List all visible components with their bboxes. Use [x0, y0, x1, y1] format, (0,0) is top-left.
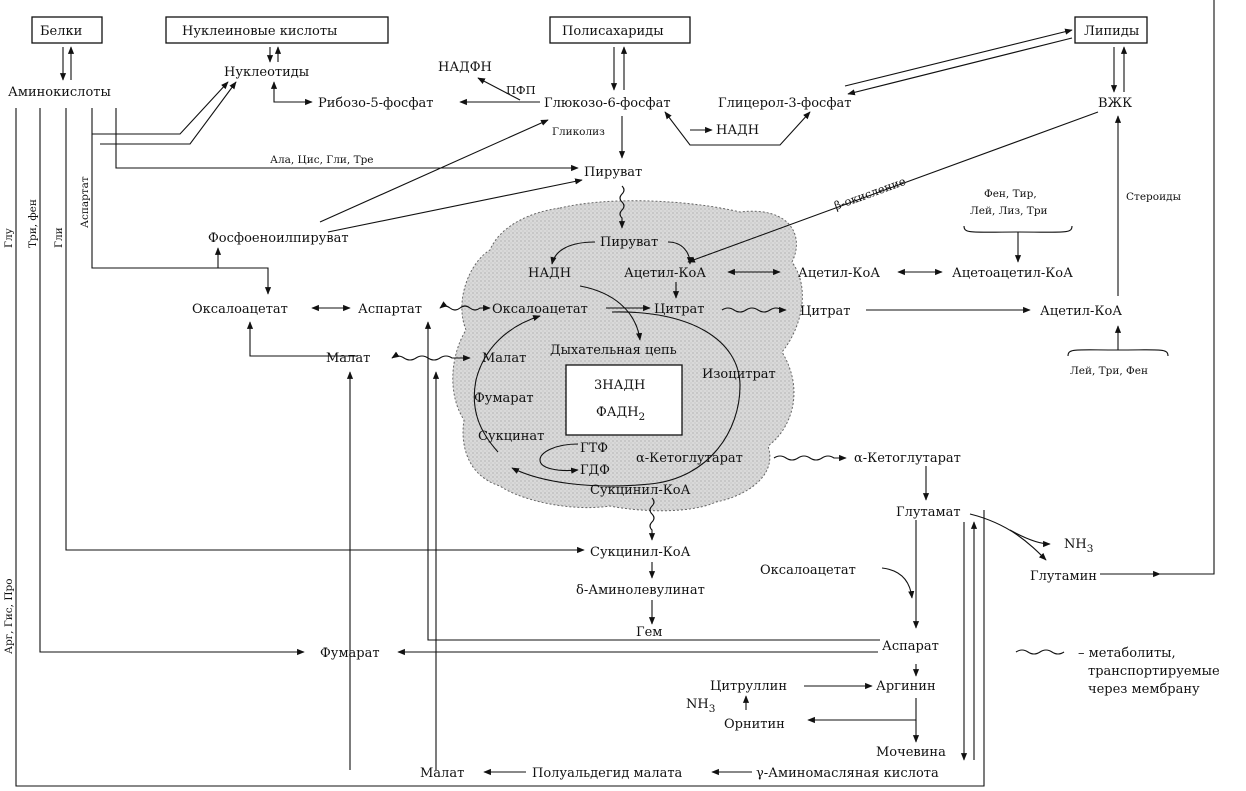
- nh3-low: NH3: [686, 697, 715, 715]
- lei-tri-fen: Лей, Три, Фен: [1070, 365, 1148, 377]
- oxaloacetate-mito: Оксалоацетат: [492, 302, 588, 317]
- acetyl-coa-mito: Ацетил-КоА: [624, 266, 706, 281]
- glutamine: Глутамин: [1030, 569, 1097, 584]
- oxaloacetate-low: Оксалоацетат: [760, 563, 856, 578]
- alpha-ketoglutarate-cyto: α-Кетоглутарат: [854, 451, 961, 466]
- vzhk: ВЖК: [1098, 96, 1132, 111]
- malate-cyto: Малат: [326, 351, 370, 366]
- acetoacetyl-coa: Ацетоацетил-КоА: [952, 266, 1073, 281]
- nucleic-acids-box: [165, 16, 389, 44]
- arg-gis-pro-vertical: Арг, Гис, Про: [3, 578, 15, 654]
- fumarate-cyto: Фумарат: [320, 646, 380, 661]
- phosphoenolpyruvate: Фосфоеноилпируват: [208, 231, 349, 246]
- glycerol-3-phosphate: Глицерол-3-фосфат: [718, 96, 851, 111]
- ornithine: Орнитин: [724, 717, 785, 732]
- fadh2: ФАДН2: [596, 405, 645, 423]
- three-nadh: 3НАДН: [594, 378, 645, 393]
- pyruvate-mito: Пируват: [600, 235, 658, 250]
- succinate: Сукцинат: [478, 429, 544, 444]
- malate-mito: Малат: [482, 351, 526, 366]
- urea: Мочевина: [876, 745, 946, 760]
- legend-line3: через мембрану: [1088, 682, 1200, 697]
- arginine: Аргинин: [876, 679, 936, 694]
- ala-cys-gli-tre: Ала, Цис, Гли, Тре: [270, 154, 374, 166]
- malate-semialdehyde: Полуальдегид малата: [532, 766, 683, 781]
- citrate-cyto: Цитрат: [800, 304, 850, 319]
- aspartate-cyto: Аспартат: [358, 302, 422, 317]
- polysaccharides-label: Полисахариды: [562, 24, 664, 39]
- pfp: ПФП: [506, 83, 536, 97]
- acetyl-coa-cyto: Ацетил-КоА: [798, 266, 880, 281]
- energy-box: [565, 364, 683, 436]
- nucleic-acids-label: Нуклеиновые кислоты: [182, 24, 337, 39]
- heme: Гем: [636, 625, 662, 640]
- succinyl-coa-mito: Сукцинил-КоА: [590, 483, 691, 498]
- respiratory-chain: Дыхательная цепь: [550, 343, 677, 358]
- lipids-label: Липиды: [1084, 24, 1139, 39]
- gli-vertical: Гли: [53, 227, 65, 248]
- aspartat-vertical: Аспартат: [79, 176, 91, 228]
- glucose-6-phosphate: Глюкозо-6-фосфат: [544, 96, 671, 111]
- malate-bottom: Малат: [420, 766, 464, 781]
- mitochondrion: [452, 200, 803, 512]
- fen-tir: Фен, Тир,: [984, 188, 1037, 200]
- isocitrate: Изоцитрат: [702, 367, 776, 382]
- proteins-box: [31, 16, 103, 44]
- gdp: ГДФ: [580, 463, 610, 478]
- citrulline: Цитруллин: [710, 679, 787, 694]
- nucleotides: Нуклеотиды: [224, 65, 309, 80]
- gtp: ГТФ: [580, 441, 608, 456]
- amino-acids: Аминокислоты: [8, 85, 111, 100]
- ribose-5-phosphate: Рибозо-5-фосфат: [318, 96, 433, 111]
- nadh-top: НАДН: [716, 123, 759, 138]
- nh3-right: NH3: [1064, 537, 1093, 555]
- glu-vertical: Глу: [3, 227, 15, 248]
- gaba: γ-Аминомасляная кислота: [756, 766, 939, 781]
- lipids-box: [1074, 16, 1148, 44]
- oxaloacetate-cyto: Оксалоацетат: [192, 302, 288, 317]
- polysaccharides-box: [549, 16, 691, 44]
- legend-line2: транспортируемые: [1088, 664, 1220, 679]
- fumarate-mito: Фумарат: [474, 391, 534, 406]
- tri-fen-vertical: Три, фен: [27, 199, 39, 248]
- succinyl-coa-cyto: Сукцинил-КоА: [590, 545, 691, 560]
- wavy-transport-lines: [391, 185, 1065, 655]
- proteins-label: Белки: [40, 24, 82, 39]
- glycolysis: Гликолиз: [552, 126, 605, 138]
- acetyl-coa-right: Ацетил-КоА: [1040, 304, 1122, 319]
- citrate-mito: Цитрат: [654, 302, 704, 317]
- glutamate: Глутамат: [896, 505, 961, 520]
- steroids: Стероиды: [1126, 191, 1181, 203]
- nadh-mito: НАДН: [528, 266, 571, 281]
- delta-aminolevulinate: δ-Аминолевулинат: [576, 583, 705, 598]
- alpha-ketoglutarate-mito: α-Кетоглутарат: [636, 451, 743, 466]
- asparat: Аспарат: [882, 639, 939, 654]
- legend-line1: – метаболиты,: [1078, 646, 1176, 661]
- lei-liz-tri: Лей, Лиз, Три: [970, 205, 1048, 217]
- connectors: [15, 0, 1215, 787]
- pyruvate-top: Пируват: [584, 165, 642, 180]
- beta-oxidation: β-окисление: [832, 174, 907, 213]
- nadph: НАДФН: [438, 60, 492, 75]
